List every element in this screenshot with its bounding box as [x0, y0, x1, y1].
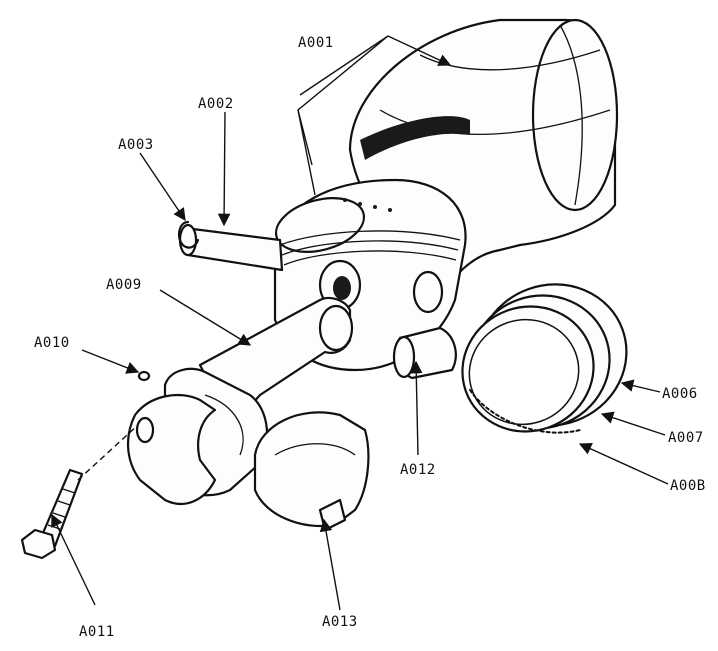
- label-a007: A007: [668, 430, 704, 446]
- leader-lines: [51, 35, 669, 611]
- rod-cap: [126, 393, 217, 505]
- piston: [273, 178, 467, 372]
- label-a009: A009: [106, 277, 142, 293]
- bolt: [20, 468, 84, 560]
- gudgeon-pin: [178, 223, 284, 272]
- circlip: [178, 220, 200, 249]
- label-a013: A013: [322, 614, 358, 630]
- bearing-shells: [253, 411, 370, 532]
- label-a006: A006: [662, 386, 698, 402]
- label-a011: A011: [79, 624, 115, 640]
- dowel: [137, 370, 151, 382]
- label-a010: A010: [34, 335, 70, 351]
- label-a008: A00B: [670, 478, 706, 494]
- piston-rings: [461, 283, 628, 434]
- label-a001: A001: [298, 35, 334, 51]
- label-a012: A012: [400, 462, 436, 478]
- label-a003: A003: [118, 137, 154, 153]
- label-a002: A002: [198, 96, 234, 112]
